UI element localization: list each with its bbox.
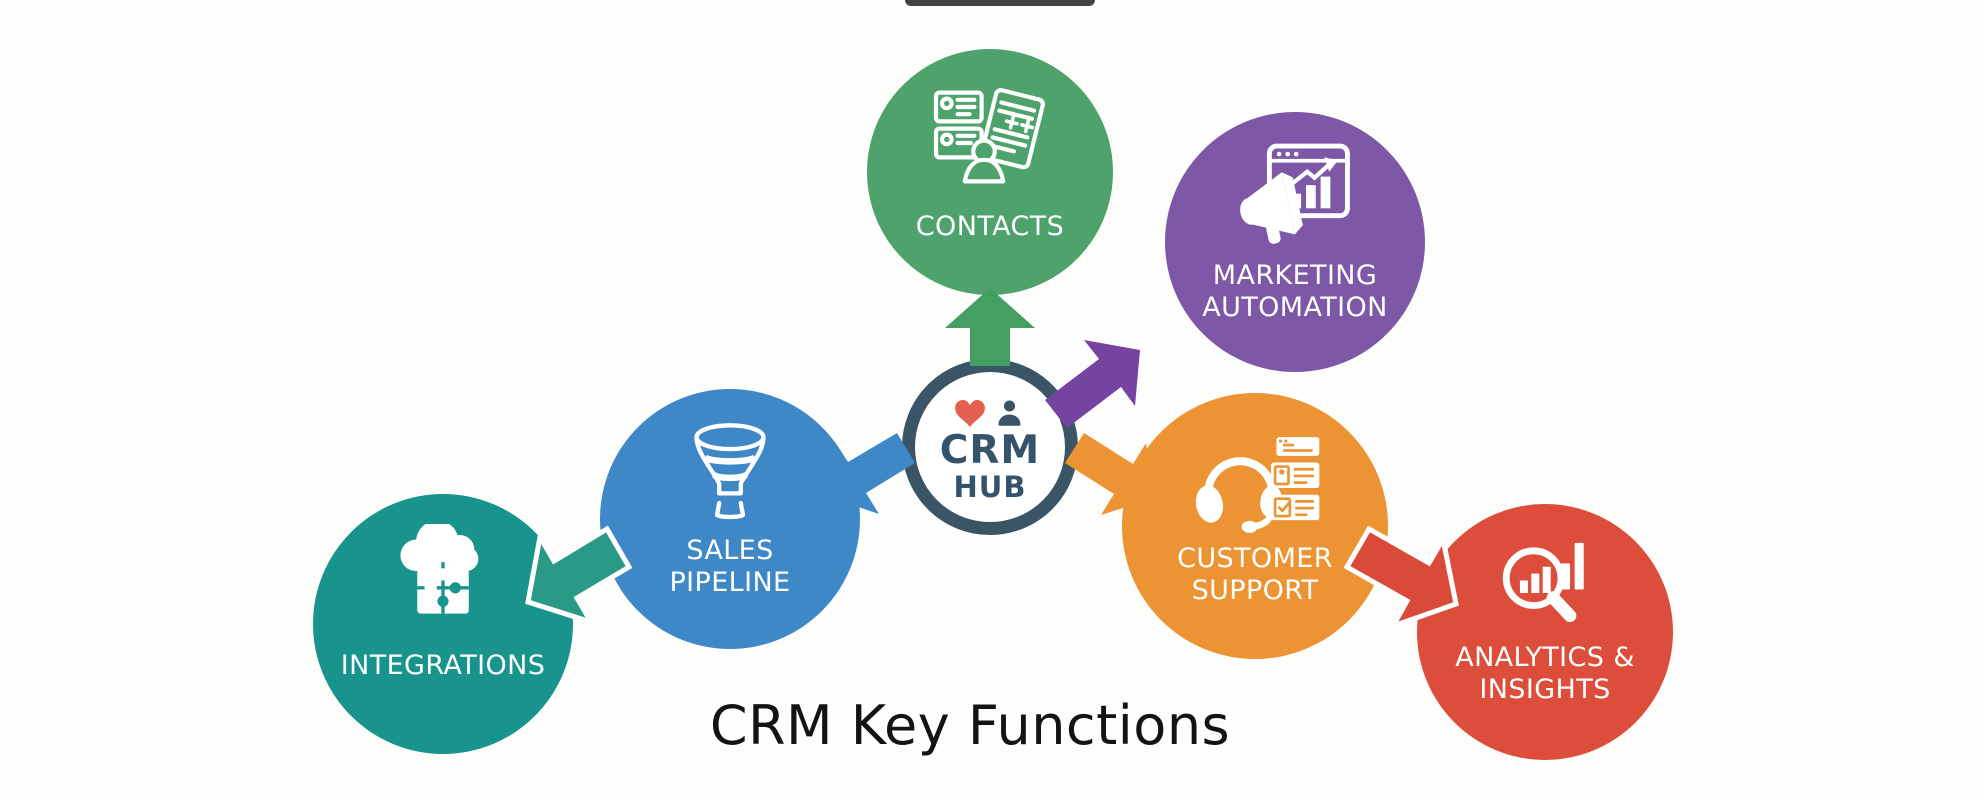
megaphone-chart-icon <box>1240 143 1350 244</box>
node-label-line: SUPPORT <box>1191 575 1319 606</box>
magnifier-chart-icon <box>1502 542 1584 623</box>
node-integrations: INTEGRATIONS <box>313 494 573 754</box>
arrow-hub-to-contacts <box>945 288 1035 366</box>
cropped-top-artifact <box>905 0 1095 6</box>
node-customer-support: CUSTOMER SUPPORT <box>1122 393 1388 659</box>
node-label-line: SALES <box>686 535 774 566</box>
node-label-line: ANALYTICS & <box>1455 642 1635 673</box>
node-label-line: CONTACTS <box>915 211 1065 242</box>
node-label-line: INSIGHTS <box>1479 674 1611 705</box>
arrow-hub-to-marketing-automation <box>1045 340 1140 428</box>
headset-chat-icon <box>1195 437 1320 533</box>
node-analytics-insights: ANALYTICS & INSIGHTS <box>1417 504 1673 760</box>
arrow-support-to-analytics <box>1343 525 1459 631</box>
arrow-hub-to-sales-pipeline <box>826 433 915 514</box>
contact-cards-icon <box>933 88 1045 184</box>
hub-icons <box>915 398 1065 429</box>
diagram-title: CRM Key Functions <box>709 694 1231 757</box>
funnel-icon <box>694 423 766 520</box>
node-marketing-automation: MARKETING AUTOMATION <box>1165 112 1425 372</box>
hub-subtitle: HUB <box>953 470 1027 504</box>
node-contacts: CONTACTS <box>867 49 1113 295</box>
cloud-puzzle-icon <box>400 524 479 614</box>
node-sales-pipeline: SALES PIPELINE <box>600 389 860 649</box>
hub-title: CRM <box>939 428 1041 473</box>
arrow-sales-to-integrations <box>525 525 633 627</box>
arrow-hub-to-customer-support <box>1065 433 1154 515</box>
person-icon <box>998 400 1021 426</box>
node-label-line: AUTOMATION <box>1202 292 1388 323</box>
node-label-line: MARKETING <box>1212 260 1378 291</box>
node-label-line: INTEGRATIONS <box>340 650 546 681</box>
node-label-line: CUSTOMER <box>1177 543 1333 574</box>
heart-icon <box>955 400 985 427</box>
node-label-line: PIPELINE <box>669 567 791 598</box>
